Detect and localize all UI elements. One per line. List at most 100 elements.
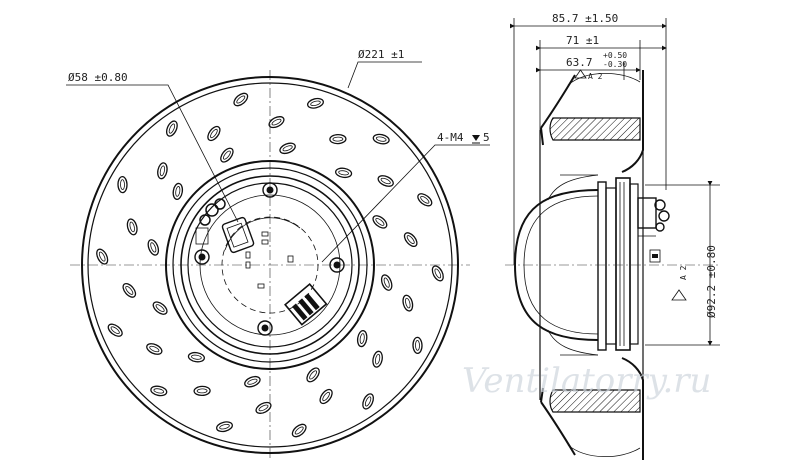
blade-slot bbox=[96, 248, 109, 265]
cable-connector bbox=[195, 198, 255, 254]
blade-slot bbox=[431, 265, 444, 282]
blade-slot bbox=[329, 133, 347, 145]
blade-slot bbox=[372, 215, 388, 229]
blade-slot bbox=[380, 274, 393, 291]
blade-slot bbox=[244, 375, 261, 388]
blade-slot-inner bbox=[159, 165, 165, 177]
blade-slot bbox=[172, 182, 184, 200]
hub-arc bbox=[224, 217, 301, 251]
blade-slot-inner bbox=[294, 426, 304, 435]
blade-slot bbox=[307, 97, 324, 109]
blade-slot-inner bbox=[150, 242, 157, 253]
outer-ring-inner bbox=[87, 82, 453, 448]
blade-slot bbox=[193, 385, 211, 397]
blade-slot bbox=[233, 92, 249, 107]
blade-slot bbox=[268, 116, 285, 129]
blade-slot-inner bbox=[364, 396, 372, 407]
leader-outer-diameter bbox=[347, 61, 422, 89]
bolt-circle bbox=[221, 216, 319, 314]
blade-slot bbox=[372, 350, 383, 368]
blade-slot bbox=[417, 193, 433, 207]
outer-ring bbox=[81, 76, 459, 454]
blade-slot-inner bbox=[236, 95, 246, 104]
blade-slot bbox=[207, 125, 221, 142]
blade-slot bbox=[291, 423, 307, 438]
leader-hub-diameter bbox=[66, 84, 239, 223]
blade-slot bbox=[122, 282, 137, 298]
blade-slot-inner bbox=[219, 424, 230, 430]
leader-mount-holes bbox=[321, 144, 490, 263]
blade-slot-inner bbox=[168, 123, 176, 134]
blade-slot bbox=[187, 351, 205, 363]
blade-slot bbox=[165, 120, 178, 137]
blade-slot-inner bbox=[380, 177, 391, 185]
blade-slot bbox=[403, 232, 418, 248]
blade-slot bbox=[117, 175, 128, 194]
blade-slot bbox=[157, 162, 168, 180]
blade-slot bbox=[216, 421, 233, 433]
shroud-section-bottom bbox=[549, 389, 641, 413]
depth-symbol-icon bbox=[472, 135, 480, 141]
blade-slot bbox=[150, 385, 168, 397]
blade-slot-inner bbox=[332, 136, 344, 142]
blade-slot bbox=[412, 336, 423, 355]
blade-slot-inner bbox=[310, 100, 321, 106]
blade-slot bbox=[220, 147, 234, 163]
label-hub-diameter: Ø58 ±0.80 bbox=[68, 71, 128, 84]
blade-slot bbox=[319, 388, 333, 405]
blade-slot-inner bbox=[282, 145, 293, 152]
blade-slot-inner bbox=[125, 285, 134, 295]
blade-slot-inner bbox=[271, 118, 282, 126]
blade-slot bbox=[372, 133, 390, 145]
blade-slot-inner bbox=[405, 297, 411, 309]
blade-slot bbox=[402, 294, 414, 312]
blade-slot-inner bbox=[110, 326, 120, 335]
blade-slot-inner bbox=[322, 391, 330, 402]
blade-slot bbox=[306, 367, 320, 383]
blade-slot bbox=[356, 330, 368, 348]
blade-slot-inner bbox=[120, 179, 125, 190]
blade-slot-inner bbox=[359, 333, 365, 344]
blade-slot bbox=[147, 239, 160, 256]
datum-triangle-icon bbox=[574, 69, 587, 79]
label-outer-diameter: Ø221 ±1 bbox=[358, 48, 404, 61]
blade-slot-inner bbox=[375, 353, 381, 365]
label-overall-depth: 85.7 ±1.50 bbox=[552, 12, 618, 25]
blade-slot-inner bbox=[309, 370, 317, 380]
mount-screw-top bbox=[262, 182, 278, 198]
label-mount-holes: 4-M4 bbox=[437, 131, 464, 144]
inlet-ring-inner bbox=[172, 167, 368, 363]
mount-screw-bottom bbox=[257, 320, 273, 336]
blade-slot bbox=[152, 301, 168, 315]
motor-rotor-outer bbox=[180, 175, 360, 355]
inlet-ring bbox=[165, 160, 375, 370]
mount-screw-right bbox=[329, 257, 345, 273]
blade-slot-inner bbox=[338, 170, 349, 176]
blade-slot-inner bbox=[98, 251, 106, 262]
label-tol-lower: -0.30 bbox=[603, 60, 627, 69]
watermark-text: Ventilatorry.ru bbox=[462, 361, 711, 401]
blade-slot-inner bbox=[149, 345, 160, 353]
blade-slot-inner bbox=[415, 340, 420, 351]
blade-slot bbox=[362, 393, 375, 410]
blade-slot bbox=[279, 142, 296, 155]
blade-slot-inner bbox=[258, 404, 269, 412]
blade-slot-inner bbox=[210, 128, 218, 139]
terminal-block bbox=[284, 282, 328, 326]
label-mid-depth: 71 ±1 bbox=[566, 34, 599, 47]
blade-slot-inner bbox=[155, 304, 165, 312]
blade-slot-inner bbox=[196, 388, 208, 394]
label-tol-upper: +0.50 bbox=[603, 51, 627, 60]
blade-slot-inner bbox=[434, 268, 442, 279]
datum-triangle-side-icon bbox=[671, 289, 687, 301]
motor-flange-side bbox=[597, 181, 607, 351]
label-mount-depth: 5 bbox=[483, 131, 490, 144]
blade-slot-inner bbox=[383, 277, 390, 288]
label-side-diameter: Ø92.2 ±0.80 bbox=[705, 245, 718, 318]
blade-slot-inner bbox=[406, 235, 415, 245]
blade-slot bbox=[107, 323, 123, 337]
blade-slot bbox=[146, 343, 163, 355]
blade-slot-inner bbox=[175, 186, 181, 197]
blade-slot-inner bbox=[375, 136, 387, 142]
